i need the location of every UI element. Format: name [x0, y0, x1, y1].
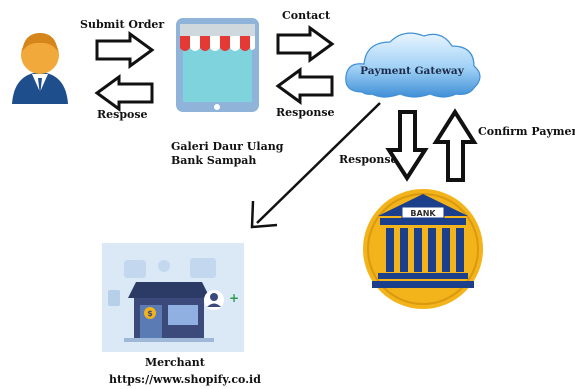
contact-arrow [276, 25, 335, 63]
cloud-icon [345, 32, 481, 98]
bank-response-label: Response [339, 153, 398, 166]
user-response-label: Respose [97, 108, 148, 121]
merchant-url: https://www.shopify.co.id [109, 373, 261, 386]
shop-illustration-icon: $ + [102, 243, 244, 352]
svg-text:$: $ [147, 309, 153, 318]
confirm-payment-arrow [432, 108, 478, 182]
store-response-arrow [275, 67, 334, 105]
gateway-label: Payment Gateway [360, 65, 465, 77]
bank-sign: BANK [410, 209, 436, 218]
bank-building-icon [363, 189, 483, 309]
submit-order-arrow [95, 31, 155, 69]
store-label-line2: Bank Sampah [171, 154, 257, 167]
gateway-to-merchant-arrow [250, 102, 381, 229]
merchant-label: Merchant [145, 356, 205, 369]
user-response-arrow [94, 74, 154, 112]
contact-label: Contact [282, 9, 331, 22]
storefront-tablet-icon [176, 18, 259, 112]
svg-text:+: + [229, 291, 239, 305]
confirm-payment-label: Confirm Payment [478, 125, 575, 138]
user-avatar-icon [12, 33, 68, 104]
store-label-line1: Galeri Daur Ulang [171, 140, 284, 153]
store-response-label: Response [276, 106, 335, 119]
submit-order-label: Submit Order [80, 18, 165, 31]
bank-response-arrow [385, 110, 429, 182]
